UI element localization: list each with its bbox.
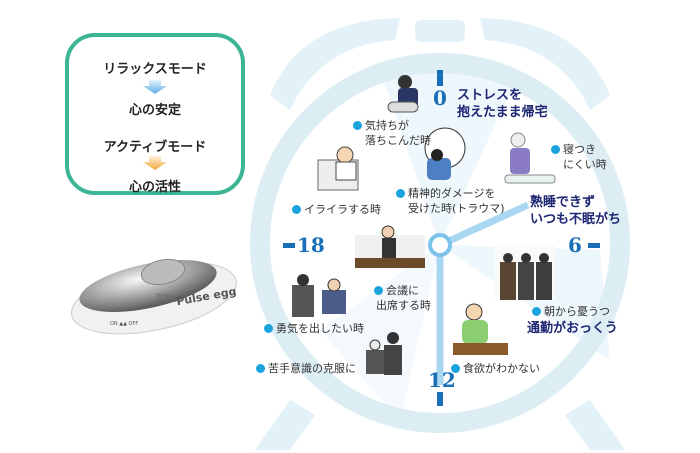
bullet-icon	[292, 205, 301, 214]
headline-insomnia: 熟睡できずいつも不眠がち	[530, 194, 621, 228]
situation-morning: 朝から憂うつ	[532, 304, 610, 319]
relax-mode-label: リラックスモード	[103, 62, 207, 77]
product-switch-text: ON ▲▲ OFF	[110, 321, 139, 327]
situation-text: 食欲がわかない	[463, 362, 540, 375]
situation-text: イライラする時	[304, 203, 381, 216]
elderly-woman-illustration	[504, 132, 556, 184]
arrow-down-icon	[143, 156, 167, 170]
bullet-icon	[256, 364, 265, 373]
situation-text: 出席する時	[376, 299, 431, 312]
situation-text: 朝から憂うつ	[544, 305, 610, 318]
situation-text: 勇気を出したい時	[276, 322, 364, 335]
right-bell	[480, 18, 610, 110]
situation-courage: 勇気を出したい時	[264, 321, 364, 336]
bullet-icon	[396, 189, 405, 198]
headline-line: ストレスを	[457, 88, 523, 103]
bullet-icon	[353, 121, 362, 130]
hour-18: 18	[297, 233, 325, 257]
meeting-illustration	[355, 225, 425, 268]
situation-text: 受けた時(トラウマ)	[408, 202, 505, 215]
headline-commute: 通勤がおっくう	[527, 321, 618, 336]
commuters-illustration	[495, 245, 555, 300]
bullet-icon	[451, 364, 460, 373]
active-mode-label: アクティブモード	[103, 140, 207, 155]
situation-text: 気持ちが	[365, 119, 409, 132]
headline-stress: ストレスを抱えたまま帰宅	[457, 87, 548, 121]
situation-depressed: 気持ちが落ちこんだ時	[353, 118, 431, 148]
courage-illustration	[292, 274, 346, 317]
arrow-down-icon	[143, 80, 167, 94]
situation-overcome: 苦手意識の克服に	[256, 361, 356, 376]
hour-hand	[438, 201, 530, 249]
clock-center	[428, 233, 452, 257]
headline-line: いつも不眠がち	[530, 212, 622, 227]
situation-text: 精神的ダメージを	[408, 187, 496, 200]
bullet-icon	[532, 307, 541, 316]
sitting-man-illustration	[387, 75, 419, 113]
left-bell	[270, 18, 400, 110]
headline-line: 抱えたまま帰宅	[457, 105, 548, 120]
situation-meeting: 会議に出席する時	[374, 283, 431, 313]
bullet-icon	[264, 324, 273, 333]
bullet-icon	[551, 145, 560, 154]
mode-panel: リラックスモード 心の安定 アクティブモード 心の活性	[65, 33, 245, 195]
situation-sleepless: 寝つきにくい時	[551, 142, 607, 172]
left-foot	[255, 400, 315, 450]
situation-appetite: 食欲がわかない	[451, 361, 540, 376]
relax-result-label: 心の安定	[128, 103, 181, 118]
illustrations	[292, 75, 556, 375]
situation-text: 苦手意識の克服に	[268, 362, 356, 375]
hour-6: 6	[568, 233, 582, 257]
tick-6	[588, 243, 600, 248]
trauma-illustration	[424, 127, 466, 180]
situation-irritated: イライラする時	[292, 202, 381, 217]
situation-text: にくい時	[563, 158, 607, 171]
pulse-egg-product-image: Stress Remover Pulse egg ON ▲▲ OFF	[68, 248, 240, 338]
wedge	[320, 245, 440, 420]
bullet-icon	[374, 286, 383, 295]
hour-12: 12	[428, 368, 456, 392]
overcome-illustration	[366, 332, 402, 375]
situation-text: 落ちこんだ時	[365, 134, 431, 147]
situation-trauma: 精神的ダメージを受けた時(トラウマ)	[396, 186, 505, 216]
clock-ring	[250, 53, 630, 433]
tick-18	[283, 243, 295, 248]
no-appetite-illustration	[453, 303, 508, 355]
tick-12	[437, 392, 443, 406]
right-foot	[565, 400, 625, 450]
clock-top-knob	[415, 20, 465, 42]
product-brand-text: Stress Remover	[156, 293, 179, 304]
headline-line: 熟睡できず	[530, 195, 596, 210]
tick-0	[437, 70, 443, 86]
wedge	[440, 245, 610, 360]
situation-text: 寝つき	[563, 143, 596, 156]
hour-0: 0	[433, 86, 447, 110]
irritated-man-illustration	[317, 146, 359, 191]
active-result-label: 心の活性	[128, 180, 181, 195]
situation-text: 会議に	[386, 284, 419, 297]
